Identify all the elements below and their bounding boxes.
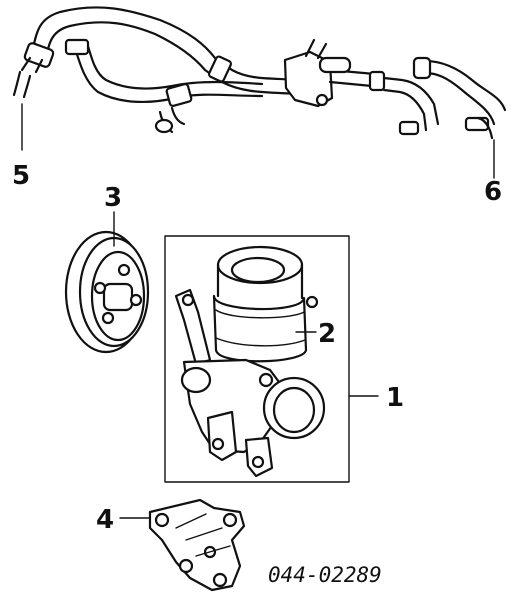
callout-1: 1 [386,383,404,413]
reference-code: 044-02289 [268,563,382,587]
callout-5: 5 [12,161,30,191]
leader-lines [21,103,495,519]
callout-6: 6 [484,177,502,207]
pump-bracket [148,498,246,592]
callout-4: 4 [96,505,114,535]
pulley [64,230,150,354]
callout-3: 3 [104,183,122,213]
callout-2: 2 [318,319,336,349]
hose-assembly [12,6,507,140]
pump-assembly [164,235,350,483]
